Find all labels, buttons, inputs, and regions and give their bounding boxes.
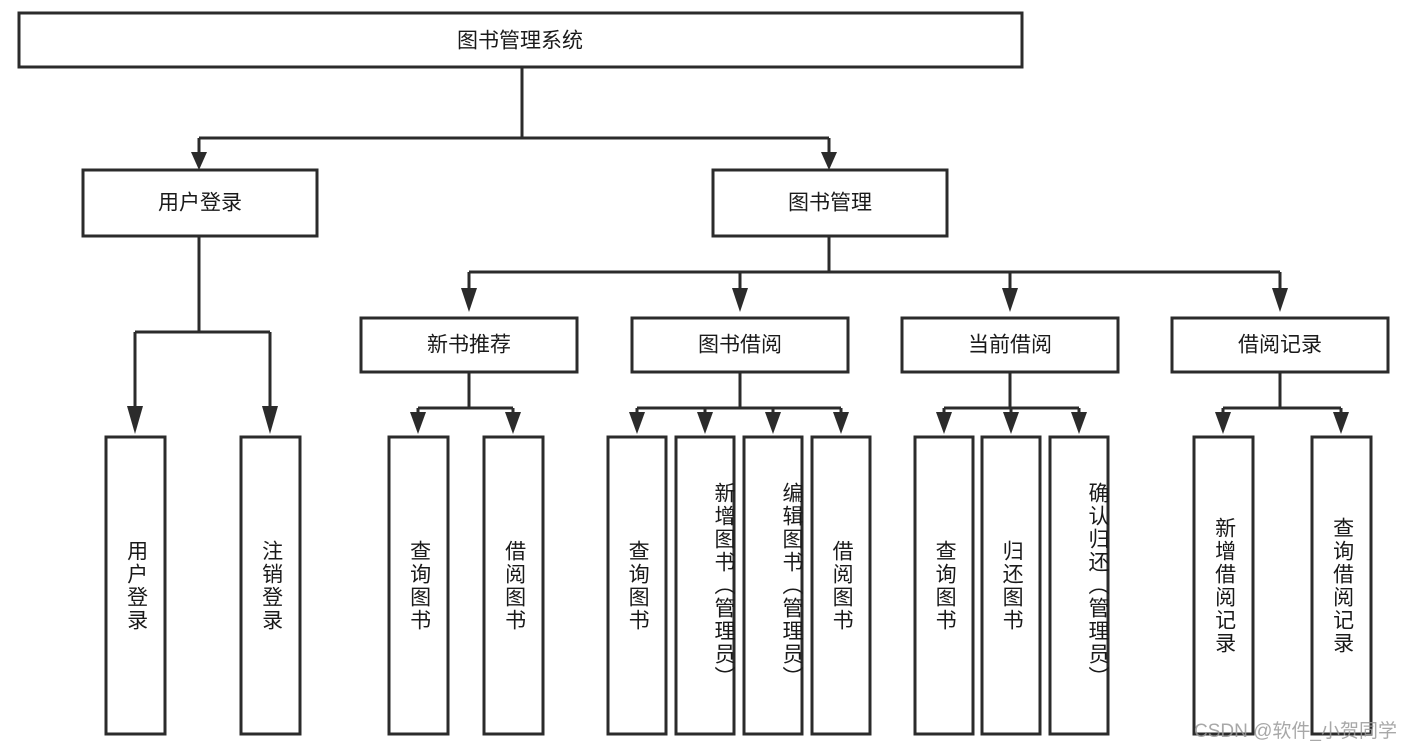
node-book-borrow[interactable]: 图书借阅 xyxy=(630,316,850,374)
connectors-root xyxy=(191,68,837,170)
arrow-leaf-query-book-2 xyxy=(629,412,645,434)
arrow-leaf-borrow-book-1 xyxy=(505,412,521,434)
node-new-book-rec[interactable]: 新书推荐 xyxy=(359,316,579,374)
node-user-login[interactable]: 用户登录 xyxy=(81,168,319,238)
leaf-boxes-borrow-record xyxy=(1192,435,1373,736)
leaf-query-book-1-box[interactable] xyxy=(387,435,450,736)
leaf-borrow-book-1-box[interactable] xyxy=(482,435,545,736)
arrow-to-current-borrow xyxy=(1002,288,1018,312)
leaf-query-record-box[interactable] xyxy=(1310,435,1373,736)
leaf-query-book-3-box[interactable] xyxy=(913,435,975,736)
leaf-boxes-user-login xyxy=(104,435,302,736)
arrow-to-borrow-record xyxy=(1272,288,1288,312)
node-book-manage-box[interactable] xyxy=(711,168,949,238)
arrow-leaf-add-record xyxy=(1215,412,1231,434)
arrow-leaf-query-book-3 xyxy=(936,412,952,434)
arrow-leaf-query-book-1 xyxy=(410,412,426,434)
node-current-borrow-label: 当前借阅 xyxy=(968,334,1052,357)
node-root-box[interactable] xyxy=(17,11,1024,69)
arrow-leaf-add-book xyxy=(697,412,713,434)
connectors-current-borrow xyxy=(936,372,1087,434)
node-borrow-record-label: 借阅记录 xyxy=(1238,334,1322,357)
arrow-leaf-logout xyxy=(262,406,278,434)
leaf-boxes-new-book-rec xyxy=(387,435,545,736)
arrow-to-book-borrow xyxy=(732,288,748,312)
arrow-leaf-user-login xyxy=(127,406,143,434)
connectors-borrow-record xyxy=(1215,372,1349,434)
node-new-book-rec-box[interactable] xyxy=(359,316,579,374)
node-current-borrow[interactable]: 当前借阅 xyxy=(900,316,1120,374)
node-book-manage-label: 图书管理 xyxy=(788,192,872,215)
arrow-leaf-edit-book xyxy=(765,412,781,434)
node-root-label: 图书管理系统 xyxy=(457,30,583,53)
node-book-borrow-box[interactable] xyxy=(630,316,850,374)
node-root[interactable]: 图书管理系统 xyxy=(17,11,1024,69)
arrow-leaf-return-book xyxy=(1003,412,1019,434)
node-current-borrow-box[interactable] xyxy=(900,316,1120,374)
node-borrow-record[interactable]: 借阅记录 xyxy=(1170,316,1390,374)
leaf-query-book-2-box[interactable] xyxy=(606,435,668,736)
arrow-leaf-query-record xyxy=(1333,412,1349,434)
node-book-manage[interactable]: 图书管理 xyxy=(711,168,949,238)
node-borrow-record-box[interactable] xyxy=(1170,316,1390,374)
connectors-book-manage xyxy=(461,236,1288,312)
arrow-to-new-book-rec xyxy=(461,288,477,312)
leaf-edit-book-box[interactable] xyxy=(742,435,804,736)
leaf-add-record-box[interactable] xyxy=(1192,435,1255,736)
leaf-logout-box[interactable] xyxy=(239,435,302,736)
connectors-user-login xyxy=(127,236,278,434)
leaf-add-book-box[interactable] xyxy=(674,435,736,736)
leaf-return-book-box[interactable] xyxy=(980,435,1042,736)
connectors-new-book-rec xyxy=(410,372,521,434)
node-book-borrow-label: 图书借阅 xyxy=(698,334,782,357)
leaf-borrow-book-2-box[interactable] xyxy=(810,435,872,736)
node-user-login-box[interactable] xyxy=(81,168,319,238)
connectors-book-borrow xyxy=(629,372,849,434)
arrow-leaf-confirm-return xyxy=(1071,412,1087,434)
leaf-user-login-box[interactable] xyxy=(104,435,167,736)
leaf-boxes-book-borrow xyxy=(606,435,872,736)
node-new-book-rec-label: 新书推荐 xyxy=(427,334,511,357)
arrow-to-book-manage xyxy=(821,152,837,170)
leaf-boxes-current-borrow xyxy=(913,435,1110,736)
leaf-confirm-return-box[interactable] xyxy=(1048,435,1110,736)
arrow-leaf-borrow-book-2 xyxy=(833,412,849,434)
watermark: CSDN @软件_小贺同学 xyxy=(1194,721,1397,742)
arrow-to-user-login xyxy=(191,152,207,170)
node-user-login-label: 用户登录 xyxy=(158,192,242,215)
